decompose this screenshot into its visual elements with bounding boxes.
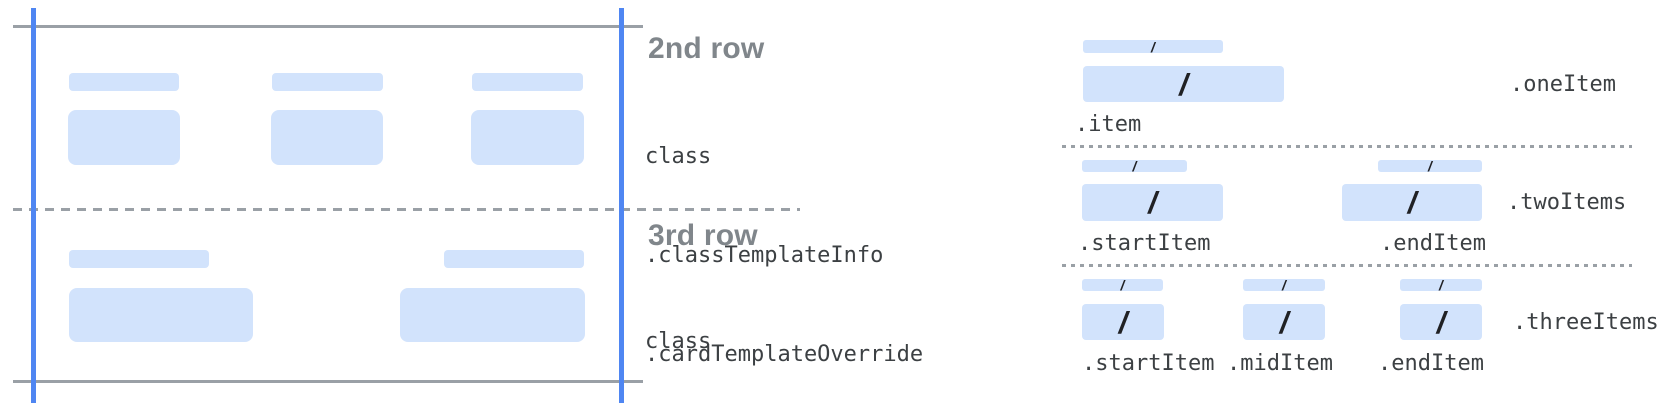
slash-mark: /	[1151, 38, 1155, 55]
slash-mark: /	[1439, 277, 1443, 293]
two-items-end-label-bar: /	[1378, 158, 1482, 174]
code-line: class	[645, 329, 712, 354]
three-items-mid-label-bar: /	[1243, 277, 1325, 293]
slash-mark: /	[1148, 185, 1157, 220]
start-item-field-label: .startItem	[1082, 351, 1215, 376]
slash-mark: /	[1132, 158, 1137, 174]
row3-col1-value-placeholder	[69, 288, 253, 342]
row2-class-path: class .classTemplateInfo .cardTemplateOv…	[645, 74, 963, 412]
card-right-edge-line	[619, 8, 624, 403]
three-items-mid-value-bar: /	[1243, 304, 1325, 340]
one-item-section-label: .oneItem	[1510, 72, 1616, 97]
row2-col3-label-placeholder	[472, 73, 583, 91]
slash-mark: /	[1120, 277, 1125, 293]
three-items-start-label-bar: /	[1082, 277, 1163, 293]
row3-col1-label-placeholder	[69, 250, 209, 268]
three-items-section-label: .threeItems	[1513, 310, 1659, 335]
card-bottom-edge-line	[13, 380, 643, 383]
end-item-field-label: .endItem	[1378, 351, 1484, 376]
two-items-start-label-bar: /	[1082, 158, 1187, 174]
two-items-start-value-bar: /	[1082, 184, 1223, 221]
mid-item-field-label: .midItem	[1227, 351, 1333, 376]
row2-title: 2nd row	[648, 32, 765, 65]
slash-mark: /	[1428, 158, 1432, 174]
row3-col2-value-placeholder	[400, 288, 585, 342]
start-item-field-label: .startItem	[1078, 231, 1211, 256]
row2-col1-value-placeholder	[68, 110, 180, 165]
three-items-start-value-bar: /	[1082, 304, 1164, 340]
row2-col2-value-placeholder	[271, 110, 383, 165]
slash-mark: /	[1407, 185, 1417, 220]
row2-col2-label-placeholder	[272, 73, 383, 91]
row2-col3-value-placeholder	[471, 110, 584, 165]
one-item-label-bar: /	[1083, 38, 1223, 55]
slash-mark: /	[1179, 66, 1188, 102]
row2-col1-label-placeholder	[69, 73, 179, 91]
code-line: .classTemplateInfo	[645, 243, 884, 268]
slash-mark: /	[1282, 277, 1286, 293]
code-line: .cardTemplateOverride	[645, 342, 924, 367]
item-field-label: .item	[1075, 112, 1142, 137]
one-item-value-bar: /	[1083, 66, 1284, 102]
card-top-edge-line	[13, 25, 643, 28]
three-items-end-label-bar: /	[1400, 277, 1482, 293]
slash-mark: /	[1118, 304, 1128, 340]
card-left-edge-line	[31, 8, 36, 403]
end-item-field-label: .endItem	[1380, 231, 1486, 256]
row-divider-dashed-line	[13, 208, 800, 211]
code-line: class	[645, 144, 712, 169]
two-items-section-label: .twoItems	[1507, 190, 1627, 215]
row3-class-path: class .classTemplateInfo .cardTemplateOv…	[645, 259, 963, 412]
section-divider-dotted-line	[1062, 145, 1632, 148]
three-items-end-value-bar: /	[1400, 304, 1482, 340]
two-items-end-value-bar: /	[1342, 184, 1482, 221]
slash-mark: /	[1279, 304, 1289, 340]
row3-title: 3rd row	[648, 219, 758, 252]
row3-col2-label-placeholder	[444, 250, 584, 268]
section-divider-dotted-line	[1062, 264, 1632, 267]
slash-mark: /	[1436, 304, 1446, 340]
